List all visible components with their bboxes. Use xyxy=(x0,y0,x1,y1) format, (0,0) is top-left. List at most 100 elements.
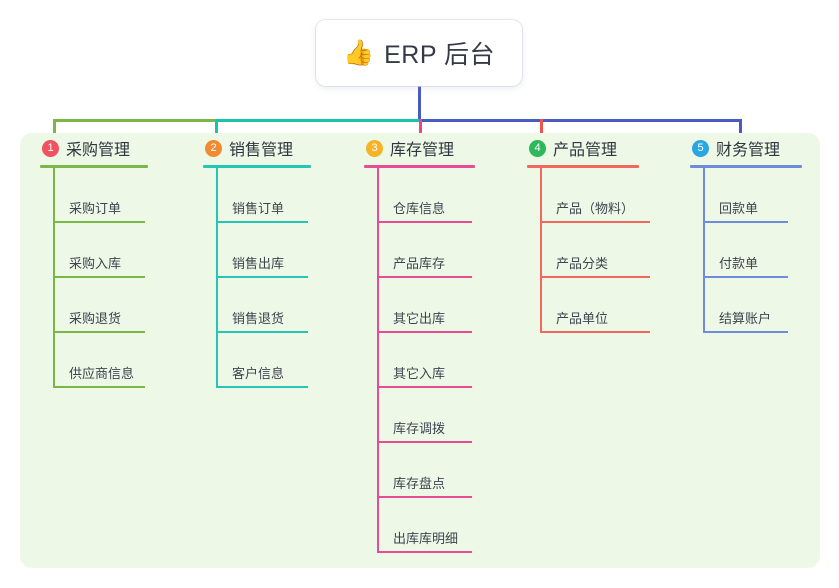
list-item-label: 采购订单 xyxy=(69,201,122,216)
list-item-underline xyxy=(377,331,472,333)
column-badge-3: 3 xyxy=(366,139,383,157)
connector-bar-segment-2 xyxy=(215,119,422,122)
list-item-underline xyxy=(703,331,788,333)
list-item[interactable]: 产品单位 xyxy=(540,278,650,333)
column-5: 5 财务管理回款单付款单结算账户 xyxy=(690,133,802,333)
column-badge-1: 1 xyxy=(42,139,59,157)
column-body-2: 销售订单销售出库销售退货客户信息 xyxy=(203,168,315,388)
list-item-label: 供应商信息 xyxy=(69,366,135,381)
list-item[interactable]: 销售出库 xyxy=(216,223,308,278)
diagram-panel xyxy=(20,133,820,568)
list-item[interactable]: 产品（物料） xyxy=(540,168,650,223)
list-item-underline xyxy=(216,276,308,278)
list-item-label: 库存盘点 xyxy=(393,476,446,491)
list-item[interactable]: 付款单 xyxy=(703,223,788,278)
root-node[interactable]: 👍 ERP 后台 xyxy=(316,20,522,86)
column-underline-4 xyxy=(527,165,639,168)
list-item[interactable]: 结算账户 xyxy=(703,278,788,333)
column-header-3[interactable]: 3 库存管理 xyxy=(364,133,479,163)
list-item[interactable]: 采购退货 xyxy=(53,278,145,333)
column-title-2: 销售管理 xyxy=(229,142,294,159)
list-item-underline xyxy=(377,441,472,443)
list-item-underline xyxy=(216,331,308,333)
list-item-label: 采购入库 xyxy=(69,256,122,271)
list-item-label: 客户信息 xyxy=(232,366,285,381)
column-body-3: 仓库信息产品库存其它出库其它入库库存调拨库存盘点出库库明细 xyxy=(364,168,479,553)
list-item-label: 出库库明细 xyxy=(393,531,459,546)
list-item[interactable]: 其它出库 xyxy=(377,278,472,333)
list-item-label: 销售出库 xyxy=(232,256,285,271)
list-item-underline xyxy=(53,331,145,333)
list-item-underline xyxy=(377,386,472,388)
column-body-5: 回款单付款单结算账户 xyxy=(690,168,802,333)
column-underline-5 xyxy=(690,165,802,168)
column-1: 1 采购管理采购订单采购入库采购退货供应商信息 xyxy=(40,133,152,388)
root-title: ERP 后台 xyxy=(384,41,496,69)
list-item[interactable]: 产品分类 xyxy=(540,223,650,278)
column-3: 3 库存管理仓库信息产品库存其它出库其它入库库存调拨库存盘点出库库明细 xyxy=(364,133,479,553)
list-item[interactable]: 销售订单 xyxy=(216,168,308,223)
list-item-label: 产品库存 xyxy=(393,256,446,271)
list-item-underline xyxy=(540,221,650,223)
column-title-5: 财务管理 xyxy=(716,142,781,159)
list-item-underline xyxy=(216,221,308,223)
list-item[interactable]: 供应商信息 xyxy=(53,333,145,388)
list-item-underline xyxy=(53,276,145,278)
list-item-label: 其它出库 xyxy=(393,311,446,326)
list-item-label: 采购退货 xyxy=(69,311,122,326)
column-spine-4 xyxy=(540,168,542,333)
list-item-label: 结算账户 xyxy=(719,311,772,326)
thumbs-up-icon: 👍 xyxy=(342,38,375,67)
column-underline-3 xyxy=(364,165,475,168)
list-item[interactable]: 出库库明细 xyxy=(377,498,472,553)
list-item-label: 回款单 xyxy=(719,201,759,216)
column-badge-4: 4 xyxy=(529,139,546,157)
list-item[interactable]: 采购订单 xyxy=(53,168,145,223)
list-item[interactable]: 采购入库 xyxy=(53,223,145,278)
list-item[interactable]: 销售退货 xyxy=(216,278,308,333)
list-item-underline xyxy=(540,276,650,278)
column-body-1: 采购订单采购入库采购退货供应商信息 xyxy=(40,168,152,388)
column-spine-5 xyxy=(703,168,705,333)
list-item-label: 产品单位 xyxy=(556,311,609,326)
column-title-3: 库存管理 xyxy=(390,142,455,159)
list-item[interactable]: 库存调拨 xyxy=(377,388,472,443)
list-item-label: 销售订单 xyxy=(232,201,285,216)
list-item-underline xyxy=(703,221,788,223)
column-header-1[interactable]: 1 采购管理 xyxy=(40,133,152,163)
list-item[interactable]: 仓库信息 xyxy=(377,168,472,223)
column-badge-5: 5 xyxy=(692,139,709,157)
list-item[interactable]: 客户信息 xyxy=(216,333,308,388)
column-header-5[interactable]: 5 财务管理 xyxy=(690,133,802,163)
column-title-4: 产品管理 xyxy=(553,142,618,159)
list-item[interactable]: 回款单 xyxy=(703,168,788,223)
column-4: 4 产品管理产品（物料） 产品分类产品单位 xyxy=(527,133,657,333)
connector-bar-segment-1 xyxy=(53,119,218,122)
column-underline-1 xyxy=(40,165,148,168)
list-item-underline xyxy=(377,551,472,553)
column-header-4[interactable]: 4 产品管理 xyxy=(527,133,657,163)
list-item[interactable]: 产品库存 xyxy=(377,223,472,278)
list-item-underline xyxy=(377,496,472,498)
connector-bar-segment-3 xyxy=(419,119,742,122)
column-spine-3 xyxy=(377,168,379,553)
column-spine-2 xyxy=(216,168,218,388)
list-item-label: 产品（物料） xyxy=(556,201,635,216)
list-item-underline xyxy=(377,276,472,278)
list-item-label: 产品分类 xyxy=(556,256,609,271)
list-item-label: 库存调拨 xyxy=(393,421,446,436)
list-item-label: 其它入库 xyxy=(393,366,446,381)
list-item[interactable]: 库存盘点 xyxy=(377,443,472,498)
connector-trunk xyxy=(418,86,421,122)
list-item-underline xyxy=(216,386,308,388)
list-item-underline xyxy=(377,221,472,223)
list-item-underline xyxy=(53,221,145,223)
list-item-label: 仓库信息 xyxy=(393,201,446,216)
list-item[interactable]: 其它入库 xyxy=(377,333,472,388)
column-title-1: 采购管理 xyxy=(66,142,131,159)
list-item-label: 销售退货 xyxy=(232,311,285,326)
list-item-label: 付款单 xyxy=(719,256,759,271)
column-body-4: 产品（物料） 产品分类产品单位 xyxy=(527,168,657,333)
